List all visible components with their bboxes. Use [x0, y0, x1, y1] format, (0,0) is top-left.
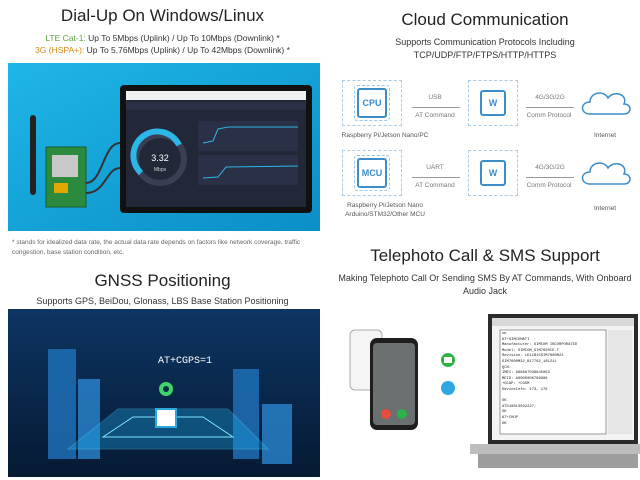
answer-icon: [397, 409, 407, 419]
row1-module-box: [468, 80, 518, 126]
row1-arrow-1: [412, 107, 460, 108]
terminal-line: OK: [502, 332, 507, 336]
terminal-line: IMEI: 868687038845063: [502, 371, 550, 376]
cpu-label: CPU: [362, 98, 382, 108]
hspa-line: 3G (HSPA+): Up To 5.76Mbps (Uplink) / Up…: [0, 44, 325, 56]
cpu-chip-icon: CPU: [354, 85, 390, 121]
tele-svg: [349, 314, 640, 468]
antenna-icon: [30, 115, 36, 195]
tele-panel: Telephoto Call & SMS Support Making Tele…: [330, 240, 640, 480]
row1-link1-sub: AT Command: [415, 112, 455, 119]
terminal-line: Model: SIMCOM_SIM7600CE-T: [502, 348, 559, 353]
terminal-line: SIM7600M22_B17702_181211: [502, 359, 557, 364]
cloud-panel: Cloud Communication Supports Communicati…: [330, 0, 640, 232]
row1-left-caption: Raspberry Pi/Jetson Nano/PC: [341, 132, 429, 139]
gnss-module-icon: [155, 408, 177, 428]
gnss-title: GNSS Positioning: [94, 271, 231, 290]
terminal-line: DeviceInfo: 173, 176: [502, 387, 548, 392]
terminal-line: OK: [502, 421, 507, 426]
terminal-line: +GCAP: +CGSM: [502, 382, 530, 387]
gnss-svg: AT+CGPS=1: [8, 309, 320, 477]
row2-arrow-2: [526, 177, 574, 178]
row2-left-caption-1: Raspberry Pi/Jetson Nano: [347, 202, 423, 209]
dialup-footnote: * stands for idealized data rate, the ac…: [12, 239, 301, 256]
dialup-panel: Dial-Up On Windows/Linux LTE Cat-1: Up T…: [0, 0, 325, 265]
row2-link1-sub: AT Command: [415, 182, 455, 189]
row2-left-box: [342, 150, 402, 196]
mcu-label: MCU: [361, 168, 383, 178]
gnss-subtitle: Supports GPS, BeiDou, Glonass, LBS Base …: [36, 296, 289, 306]
cloud-icon-2: [581, 162, 631, 185]
hspa-label: 3G (HSPA+):: [35, 45, 85, 55]
tele-title: Telephoto Call & SMS Support: [370, 246, 600, 265]
tele-subtitle-1: Making Telephoto Call Or Sending SMS By …: [338, 273, 632, 283]
module-logo-icon: W: [480, 90, 506, 116]
mcu-chip-icon: MCU: [354, 155, 390, 191]
cloud-subtitle-1: Supports Communication Protocols Includi…: [395, 37, 575, 47]
module-logo-icon-2: W: [480, 160, 506, 186]
speed-unit: Mbps: [154, 167, 167, 173]
terminal-line: ATD18813032227;: [502, 404, 537, 409]
row2-link2-sub: Comm Protocol: [526, 182, 572, 189]
tele-subtitle-2: Audio Jack: [462, 286, 508, 296]
row1-link2-sub: Comm Protocol: [526, 112, 572, 119]
terminal-line: Manufacturer: SIMCOM INCORPORATED: [502, 343, 578, 348]
cloud-subtitle-2: TCP/UDP/FTP/FTPS/HTTP/HTTPS: [413, 50, 557, 60]
terminal-line: MEID: A0000006789688: [502, 376, 548, 381]
terminal-line: OK: [502, 410, 507, 415]
hspa-text: Up To 5.76Mbps (Uplink) / Up To 42Mbps (…: [84, 45, 290, 55]
terminal-line: QCN:: [502, 365, 512, 370]
dialup-svg: 3.32 Mbps: [8, 63, 320, 231]
lte-line: LTE Cat-1: Up To 5Mbps (Uplink) / Up To …: [0, 32, 325, 44]
row1-right-caption: Internet: [593, 132, 617, 139]
terminal-line: AT+CHUP: [502, 415, 518, 420]
row2-left-caption-2: Arduino/STM32/Other MCU: [345, 211, 425, 218]
row2-link1-label: UART: [426, 164, 444, 171]
hangup-icon: [381, 409, 391, 419]
gnss-panel: GNSS Positioning Supports GPS, BeiDou, G…: [0, 265, 325, 480]
terminal-line: OK: [502, 399, 507, 404]
cloud-title: Cloud Communication: [401, 10, 569, 29]
row1-left-box: [342, 80, 402, 126]
speed-value: 3.32: [151, 153, 169, 163]
lte-text: Up To 5Mbps (Uplink) / Up To 10Mbps (Dow…: [85, 33, 280, 43]
row2-arrow-1: [412, 177, 460, 178]
terminal-line: Revision: LE11B15SIM7600M22: [502, 354, 564, 359]
gnss-illustration: AT+CGPS=1: [8, 309, 320, 477]
dialup-illustration: 3.32 Mbps: [8, 63, 320, 231]
row2-link2-label: 4G/3G/2G: [535, 164, 565, 171]
call-icon: [441, 381, 455, 395]
row1-link2-label: 4G/3G/2G: [535, 94, 565, 101]
gnss-cmd: AT+CGPS=1: [158, 356, 212, 367]
row2-right-caption: Internet: [593, 205, 617, 212]
row1-arrow-2: [526, 107, 574, 108]
cloud-icon: [581, 92, 631, 115]
lte-label: LTE Cat-1:: [45, 33, 86, 43]
dialup-title: Dial-Up On Windows/Linux: [60, 6, 265, 25]
terminal-line: AT+SIMCOMATI: [502, 337, 530, 342]
row2-module-box: [468, 150, 518, 196]
row1-link1-label: USB: [428, 94, 442, 101]
